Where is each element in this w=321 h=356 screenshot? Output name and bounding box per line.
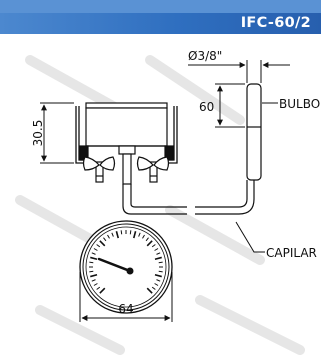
product-code: IFC-60/2 [240, 15, 311, 31]
dial-tick [91, 252, 96, 255]
stem-nut [118, 145, 136, 155]
dial-pivot [126, 267, 134, 275]
dial-tick [151, 286, 156, 290]
dial-tick [103, 237, 107, 242]
bulb-diameter-dimension [188, 60, 290, 83]
bulb-length-dimension [215, 83, 245, 128]
dial-tick [132, 231, 137, 239]
dial-tick [138, 232, 141, 237]
housing-top-plate [85, 102, 168, 109]
bulb-length-label: 60 [199, 100, 214, 114]
dial-tick [158, 270, 163, 273]
dial-tick [96, 244, 101, 248]
dial-front-view [79, 220, 173, 314]
dial-tick [99, 240, 106, 247]
height-dimension-label: 30.5 [31, 120, 45, 147]
capillary-callout-leader [235, 221, 265, 253]
dial-tick [96, 286, 101, 290]
left-wing-screw-icon [82, 156, 116, 183]
dial-needle [97, 257, 132, 273]
dial-tick [90, 256, 98, 261]
housing-side-view [75, 102, 178, 185]
dial-tick [158, 261, 163, 264]
dial-tick [146, 240, 153, 247]
right-wing-screw-icon [136, 156, 170, 183]
dial-tick [111, 232, 114, 237]
dial-tick [154, 283, 159, 286]
dial-tick [91, 279, 96, 282]
dial-tick [115, 231, 120, 239]
dial-tick [107, 234, 110, 239]
dial-tick [93, 248, 98, 251]
title-banner [0, 13, 321, 34]
dial-tick [99, 287, 106, 294]
capillary-callout-label: CAPILAR [266, 246, 317, 260]
housing-body [85, 107, 168, 147]
bulb-diameter-label: Ø3/8" [188, 49, 222, 63]
top-accent-bar [0, 0, 321, 13]
height-dimension [40, 102, 74, 164]
dial-tick [154, 256, 162, 261]
stem [122, 153, 132, 185]
dial-tick [156, 252, 161, 255]
thermometer-technical-drawing: 30.5 Ø3/8" 60 BULBO [15, 49, 320, 355]
dial-tick [129, 230, 132, 235]
dial-width-label: 64 [118, 302, 133, 316]
dial-tick [154, 248, 159, 251]
dial-tick [93, 283, 98, 286]
dial-tick [90, 273, 98, 278]
dial-tick [89, 270, 94, 273]
dial-tick [120, 230, 123, 235]
dial-tick [146, 287, 153, 294]
bulb-callout-label: BULBO [279, 97, 320, 111]
dial-tick [142, 234, 145, 239]
dial-tick [151, 244, 156, 248]
dial-tick [89, 261, 94, 264]
capillary-tube [122, 180, 255, 215]
dial-tick [145, 237, 149, 242]
dial-tick [156, 279, 161, 282]
dial-tick [154, 273, 162, 278]
bulb-sensor [246, 83, 262, 181]
dial-scale-ticks [89, 230, 163, 294]
dial-width-dimension [79, 272, 173, 322]
